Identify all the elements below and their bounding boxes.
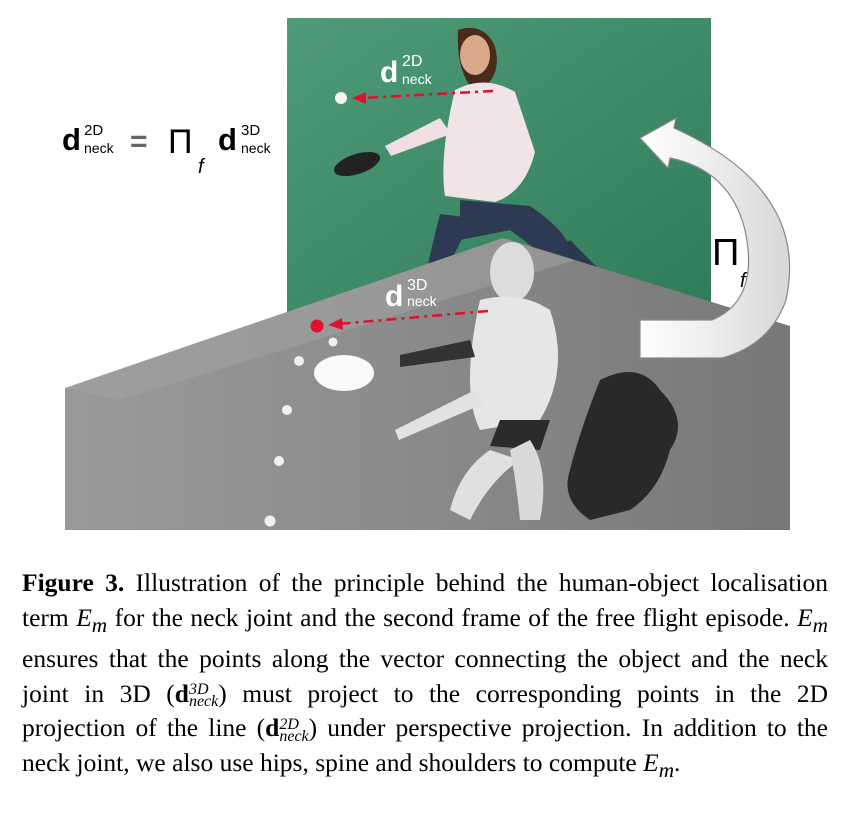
label-2d-sub: neck (402, 71, 433, 87)
body-shadow (567, 372, 678, 520)
equation-lhs-d: d (62, 122, 81, 157)
equation-lhs-sub: neck (84, 140, 115, 156)
caption-em-1-sub: m (91, 612, 108, 637)
caption-text-6: . (674, 748, 681, 778)
ball-2d (335, 92, 347, 104)
figure-illustration: d 2D neck = Π f d 3D neck d 2D neck d 3D… (62, 18, 791, 530)
vector-3d-dashed (337, 309, 489, 326)
caption-text-3: ensures that the points along the vector… (22, 644, 828, 708)
projection-symbol: Π (712, 232, 739, 274)
caption-em-3-sub: m (658, 758, 675, 783)
caption-em-2: E (797, 602, 813, 632)
caption-em-3: E (643, 748, 659, 778)
equation-equals: = (130, 125, 148, 158)
caption-d2-sup: 2D (279, 715, 299, 733)
caption-d3: d (174, 678, 189, 708)
vector-2d-arrowhead (352, 92, 366, 104)
vector-2d-dashed (361, 89, 494, 100)
caption-text-4: ) must project to the corresponding poin… (22, 678, 828, 743)
figure-caption: Figure 3. Illustration of the principle … (22, 566, 828, 788)
label-2d-sup: 2D (402, 53, 422, 70)
caption-d3-sub: neck (188, 693, 219, 711)
caption-em-2-sub: m (812, 612, 828, 637)
body-model-3d (395, 242, 558, 520)
caption-d3-sup: 3D (188, 681, 209, 699)
ball-3d (310, 319, 324, 333)
vector-3d-arrowhead (328, 318, 343, 330)
ball-trajectory (264, 337, 338, 527)
caption-d2-sub: neck (279, 727, 309, 745)
label-3d-d: d (385, 280, 403, 313)
label-3d-sup: 3D (407, 277, 427, 294)
caption-label: Figure 3. (22, 568, 125, 597)
caption-em-1: E (76, 602, 92, 632)
equation-rhs-d: d (218, 122, 237, 157)
equation-operator-sub: f (198, 156, 206, 178)
caption-text-1: Illustration of the principle behind the… (22, 568, 828, 632)
caption-d2: d (265, 713, 280, 743)
equation-operator: Π (168, 123, 193, 161)
label-2d-d: d (380, 56, 398, 89)
caption-text-2: for the neck joint and the second frame … (107, 602, 798, 632)
equation-rhs-sub: neck (241, 140, 272, 156)
projection-symbol-sub: f (740, 270, 748, 292)
caption-text-5: ) under perspective projection. In addit… (22, 713, 828, 778)
equation-lhs-sup: 2D (84, 122, 103, 139)
projection-arrow (639, 116, 791, 359)
equation-rhs-sup: 3D (241, 122, 260, 139)
label-3d-sub: neck (407, 293, 438, 309)
paddle-3d (314, 355, 374, 391)
